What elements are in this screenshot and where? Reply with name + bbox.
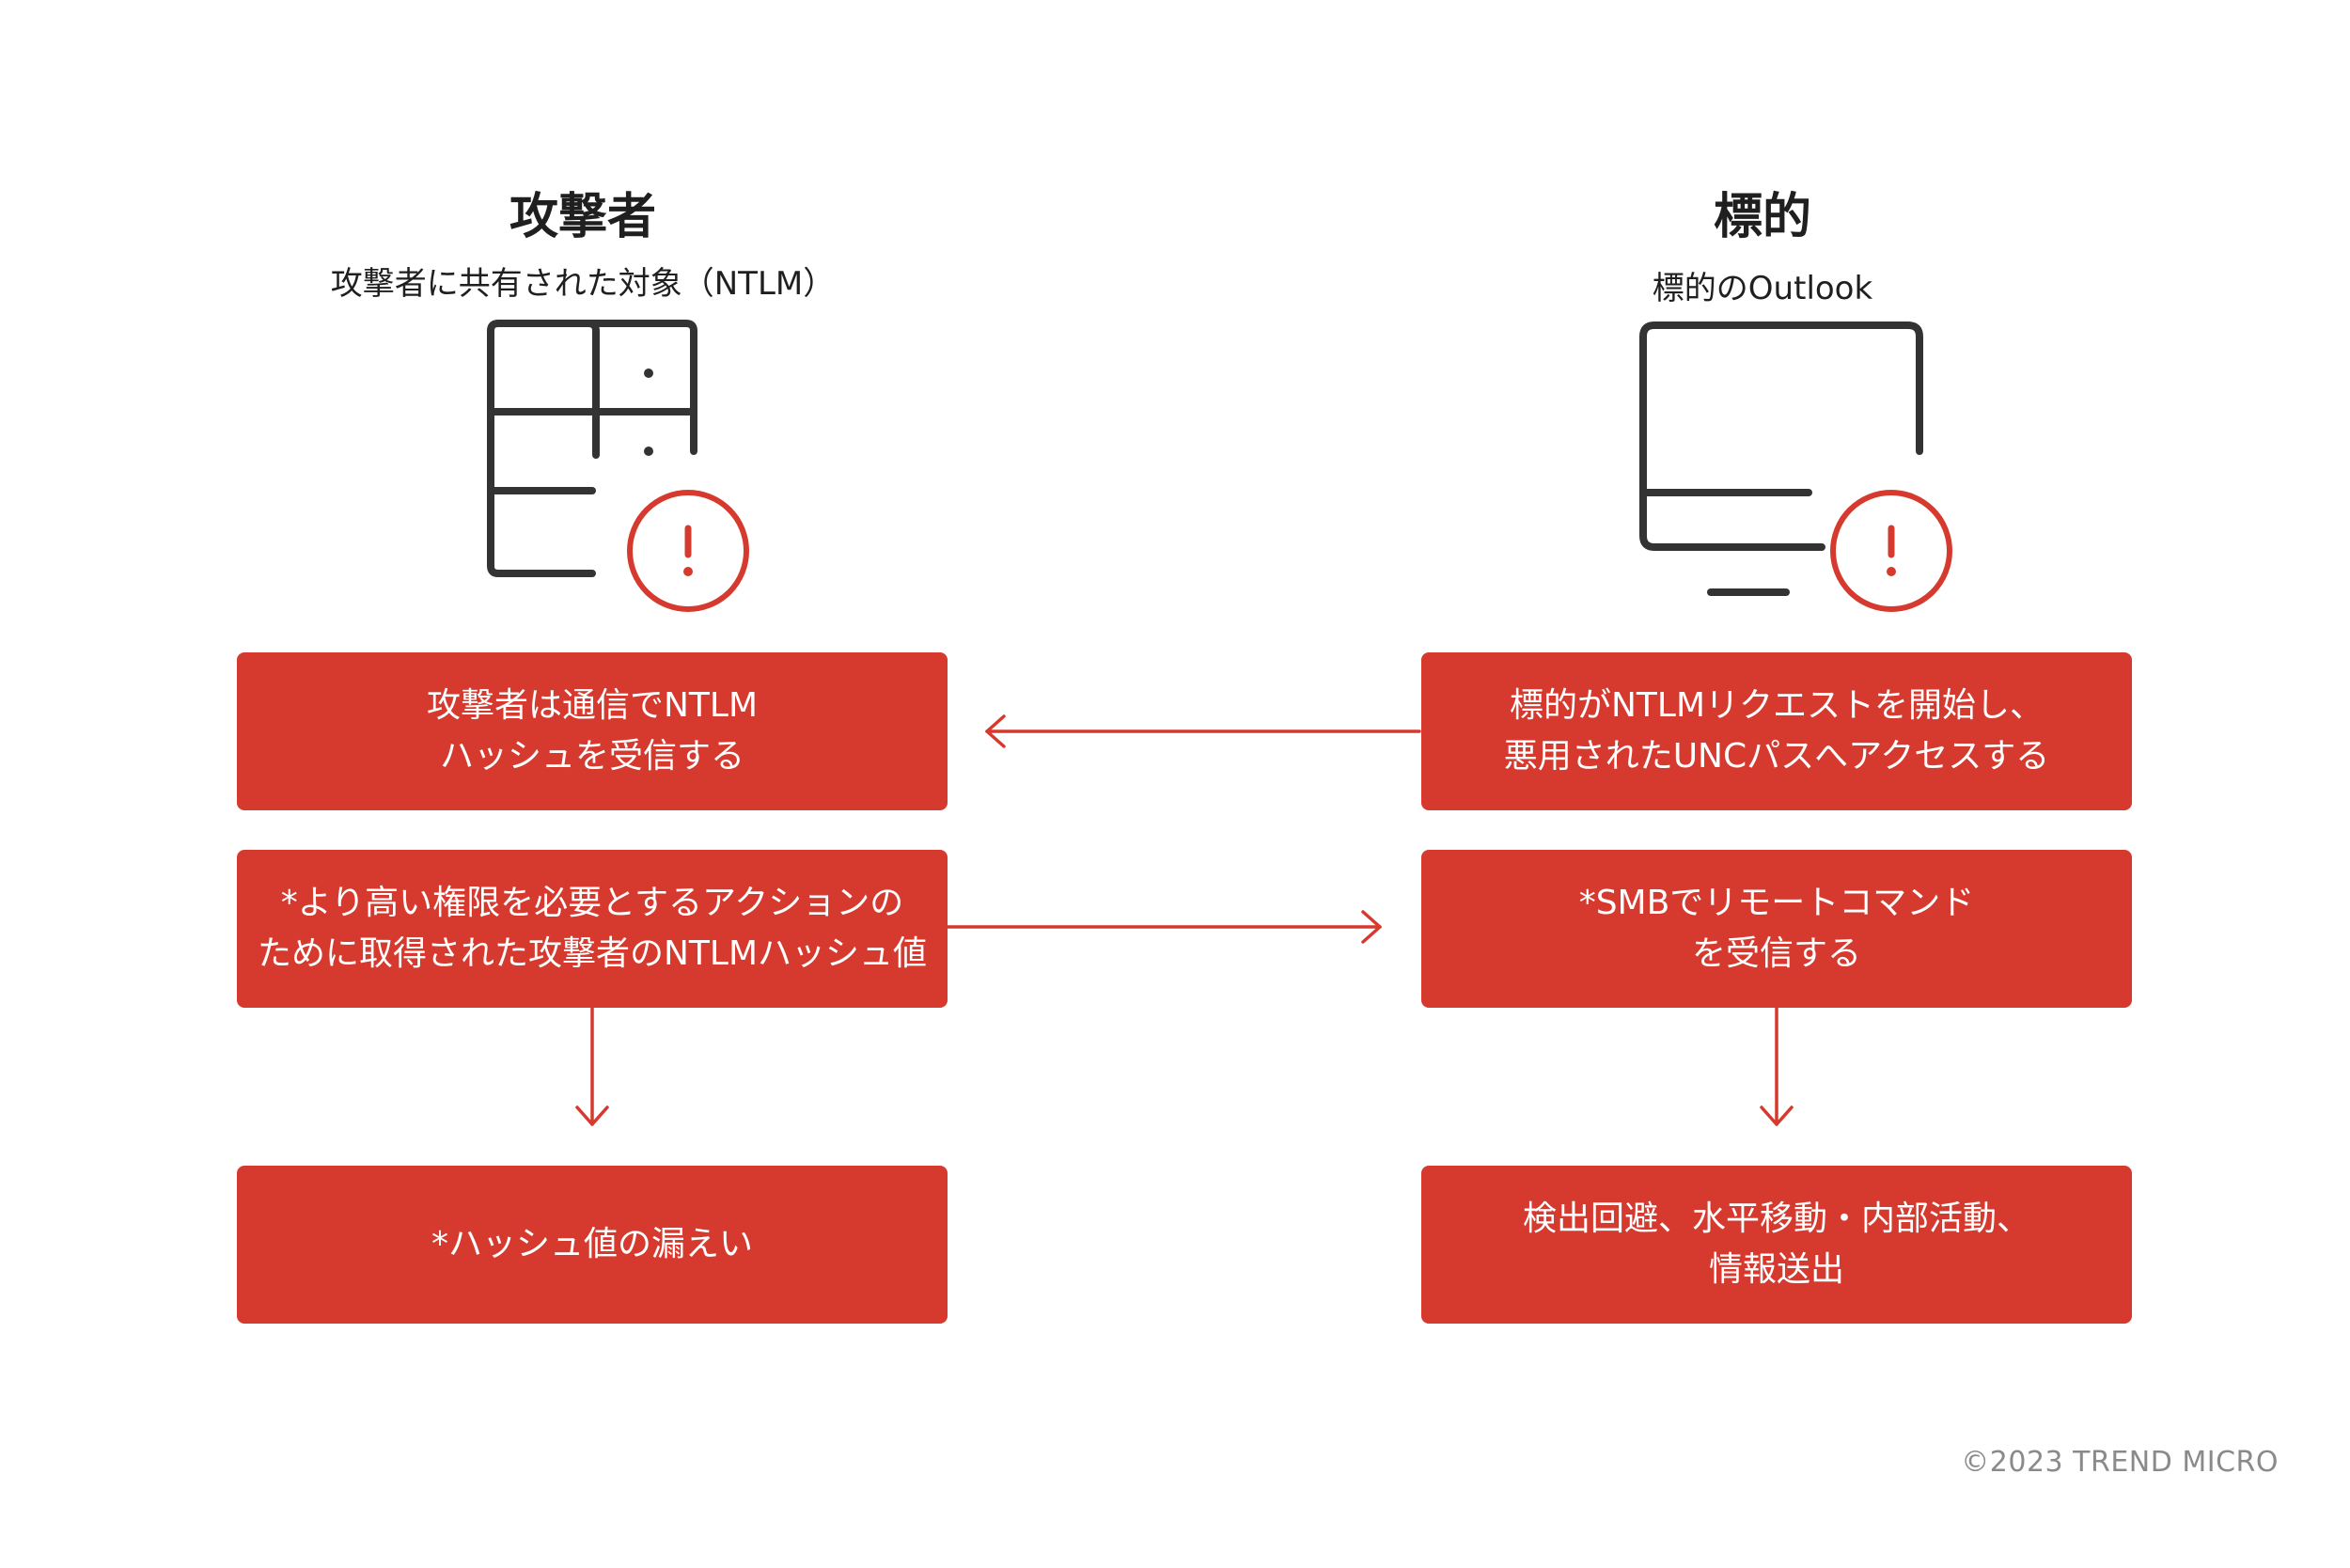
target-title: 標的 (1713, 189, 1811, 245)
box-target-result: 検出回避、水平移動・内部活動、 情報送出 (1421, 1166, 2132, 1324)
box-target-request: 標的がNTLMリクエストを開始し、 悪用されたUNCパスへアクセスする (1421, 652, 2132, 810)
box-line: ために取得された攻撃者のNTLMハッシュ値 (257, 934, 928, 973)
box-line: 悪用されたUNCパスへアクセスする (1503, 737, 2050, 776)
box-line: 情報送出 (1708, 1250, 1844, 1289)
server-alert-icon (487, 320, 749, 612)
copyright: ©2023 TREND MICRO (1961, 1446, 2279, 1479)
target-subtitle: 標的のOutlook (1652, 270, 1873, 307)
box-attacker-leak: *ハッシュ値の漏えい (237, 1166, 948, 1324)
box-line: を受信する (1691, 934, 1861, 973)
attacker-title: 攻撃者 (509, 189, 656, 245)
box-line: *より高い権限を必要とするアクションの (280, 884, 904, 922)
box-line: 検出回避、水平移動・内部活動、 (1522, 1200, 2030, 1238)
box-line: *ハッシュ値の漏えい (431, 1225, 753, 1263)
box-attacker-hash: *より高い権限を必要とするアクションの ために取得された攻撃者のNTLMハッシュ… (237, 850, 948, 1008)
box-target-smb: *SMBでリモートコマンド を受信する (1421, 850, 2132, 1008)
attacker-subtitle: 攻撃者に共有された対象（NTLM） (330, 265, 836, 303)
box-line: ハッシュを受信する (439, 737, 744, 776)
box-line: 攻撃者は通信でNTLM (426, 686, 759, 725)
box-line: *SMBでリモートコマンド (1578, 884, 1975, 922)
box-attacker-receive: 攻撃者は通信でNTLM ハッシュを受信する (237, 652, 948, 810)
monitor-alert-icon (1639, 321, 1952, 612)
box-line: 標的がNTLMリクエストを開始し、 (1509, 686, 2044, 725)
